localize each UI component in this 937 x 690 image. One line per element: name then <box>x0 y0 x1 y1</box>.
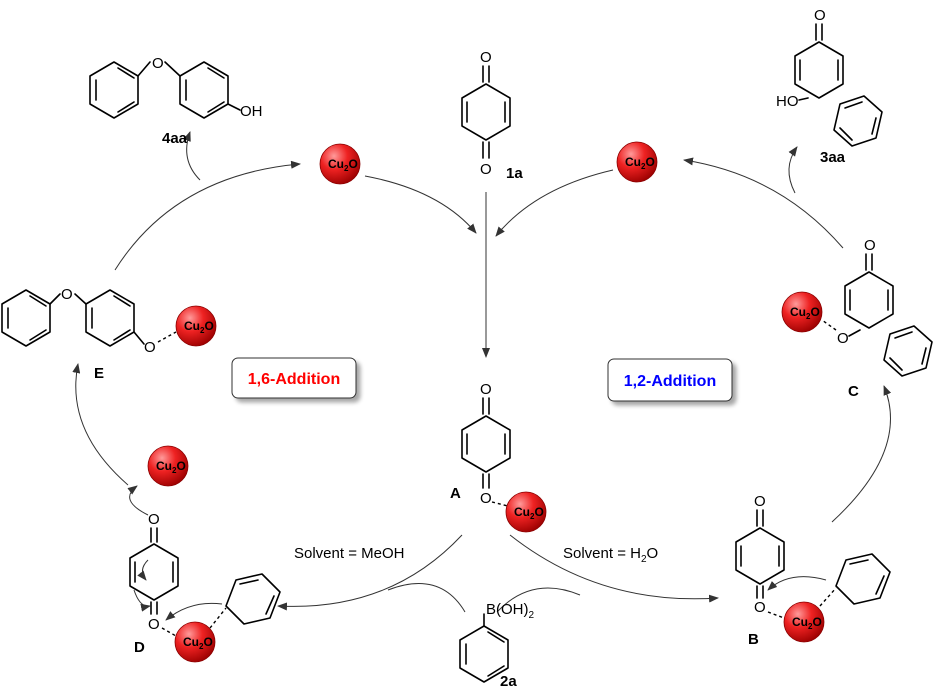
carbonyl-oxygen-A: O <box>480 381 492 398</box>
compound-label-3aa: 3aa <box>820 149 846 166</box>
intermediate-C: O O Cu2O C <box>781 237 933 400</box>
intermediate-A: O O Cu2O A <box>450 381 547 533</box>
cu2o-bound-B: Cu2O <box>783 601 825 643</box>
compound-3aa: O HO 3aa <box>776 7 883 166</box>
cu2o-catalyst-released: Cu2O <box>147 445 189 487</box>
coordinated-oxygen-B: O <box>754 599 766 616</box>
svg-text:Cu2O: Cu2O <box>625 155 655 171</box>
svg-text:Cu2O: Cu2O <box>156 459 186 475</box>
addition-16-label: 1,6-Addition <box>248 371 340 388</box>
solvent-h2o-label: Solvent = H2O <box>563 545 658 565</box>
compound-label-1a: 1a <box>506 165 523 182</box>
cu2o-bound-D: Cu2O <box>174 621 216 663</box>
addition-12-box <box>607 358 733 402</box>
hydroxyl-label-3aa: HO <box>776 93 799 110</box>
intermediate-label-B: B <box>748 631 759 648</box>
compound-2a: B(OH)2 2a <box>459 601 535 690</box>
intermediate-label-D: D <box>134 639 145 656</box>
intermediate-label-A: A <box>450 485 461 502</box>
svg-text:Cu2O: Cu2O <box>790 305 820 321</box>
coordinated-oxygen-D: O <box>148 616 160 633</box>
compound-1a: O O 1a <box>461 49 523 182</box>
cu-label: Cu <box>328 157 344 171</box>
carbonyl-oxygen-top: O <box>480 49 492 66</box>
carbonyl-oxygen-D: O <box>148 511 160 528</box>
cu2o-bound-C: Cu2O <box>781 291 823 333</box>
alkoxide-oxygen-C: O <box>837 330 849 347</box>
coordinated-oxygen-A: O <box>480 490 492 507</box>
svg-text:Cu2O: Cu2O <box>514 505 544 521</box>
solvent-meoh-label: Solvent = MeOH <box>294 545 404 562</box>
intermediate-label-C: C <box>848 383 859 400</box>
compound-label-2a: 2a <box>500 673 517 690</box>
flow-arrows <box>72 131 892 613</box>
hydroxyl-label: OH <box>240 103 263 120</box>
compound-4aa: O OH 4aa <box>89 55 263 147</box>
carbonyl-oxygen-3aa: O <box>814 7 826 24</box>
intermediate-B: O O Cu2O B <box>735 493 891 648</box>
addition-12-label: 1,2-Addition <box>624 373 716 390</box>
cu2o-bound-E: Cu2O <box>175 305 217 347</box>
addition-16-box <box>231 357 357 399</box>
cu-label: Cu <box>156 459 172 473</box>
cu-label: Cu <box>625 155 641 169</box>
svg-text:Cu2O: Cu2O <box>184 319 214 335</box>
carbonyl-oxygen-B: O <box>754 493 766 510</box>
carbonyl-oxygen-bottom: O <box>480 161 492 178</box>
compound-label-4aa: 4aa <box>162 130 188 147</box>
phenoxide-oxygen-E: O <box>144 339 156 356</box>
cu2o-bound-A: Cu2O <box>505 491 547 533</box>
ether-oxygen-E: O <box>61 286 73 303</box>
cu2o-catalyst-top-right: Cu2O <box>616 141 658 183</box>
intermediate-E: O O Cu2O E <box>1 286 217 382</box>
intermediate-D: O O Cu2O D <box>129 511 281 663</box>
svg-text:Cu2O: Cu2O <box>328 157 358 173</box>
boronic-acid-label: B(OH)2 <box>486 601 535 621</box>
intermediate-label-E: E <box>94 365 104 382</box>
svg-text:Cu2O: Cu2O <box>183 635 213 651</box>
ether-oxygen-label: O <box>152 55 164 72</box>
carbonyl-oxygen-C: O <box>864 237 876 254</box>
svg-text:Cu2O: Cu2O <box>792 615 822 631</box>
cu2o-catalyst-top-left: Cu2O <box>319 143 361 185</box>
